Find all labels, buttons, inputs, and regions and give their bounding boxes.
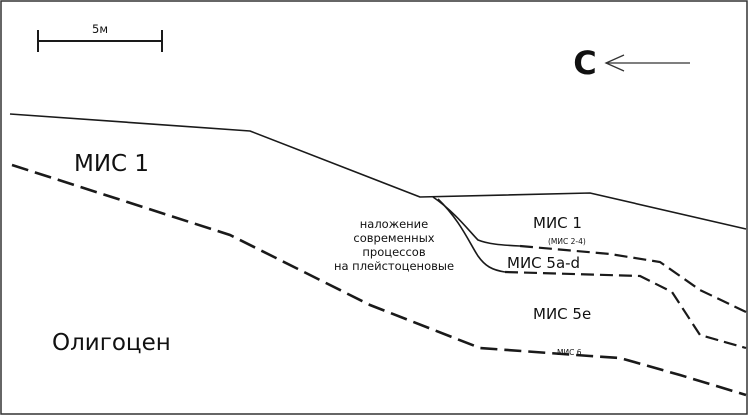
north-arrow-head bbox=[604, 54, 625, 72]
label-mis5e: МИС 5e bbox=[533, 305, 591, 323]
label-mis2-4: (МИС 2-4) bbox=[548, 237, 586, 246]
overlap-note: наложение современных процессов на плейс… bbox=[334, 217, 454, 273]
mis5ad-mis5e-boundary bbox=[504, 270, 747, 350]
north-indicator: С bbox=[573, 44, 690, 82]
north-letter: С bbox=[573, 44, 596, 82]
overlap-line-1: наложение bbox=[360, 217, 428, 231]
upper-cut-line bbox=[432, 196, 521, 247]
label-mis6: МИС 6 bbox=[557, 348, 582, 357]
scale-bar: 5м bbox=[37, 22, 163, 52]
overlap-line-3: процессов bbox=[362, 245, 425, 259]
overlap-line-4: на плейстоценовые bbox=[334, 259, 454, 273]
label-mis5ad: МИС 5a-d bbox=[507, 254, 580, 272]
scale-bar-label: 5м bbox=[92, 22, 108, 36]
overlap-line-2: современных bbox=[353, 231, 434, 245]
label-mis1-left: МИС 1 bbox=[74, 151, 149, 177]
mis6-oligocene-boundary bbox=[11, 163, 747, 397]
ground-surface-line bbox=[9, 113, 747, 230]
label-oligocene: Олигоцен bbox=[52, 330, 171, 356]
lower-cut-line bbox=[437, 198, 506, 273]
label-mis1-right: МИС 1 bbox=[533, 214, 582, 232]
mis1-mis5ad-boundary bbox=[519, 244, 747, 313]
